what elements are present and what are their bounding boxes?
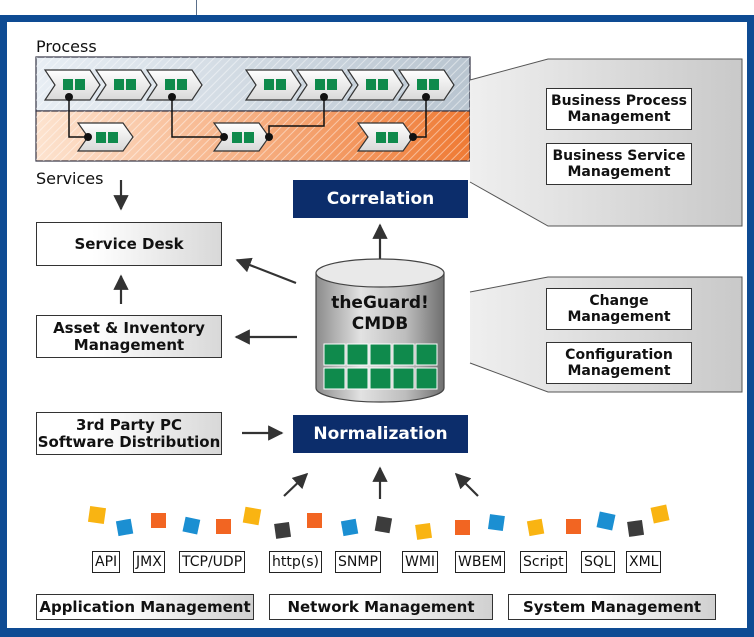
system-management-box: System Management <box>508 594 716 620</box>
network-management-box: Network Management <box>269 594 493 620</box>
protocol-wmi: WMI <box>402 551 439 573</box>
arrow-to-service-desk <box>235 257 297 285</box>
protocol-wbem: WBEM <box>455 551 506 573</box>
protocol-api: API <box>92 551 121 573</box>
bpm-box: Business Process Management <box>546 88 692 130</box>
protocol-sql: SQL <box>581 551 615 573</box>
cmdb-line1: theGuard! <box>331 293 429 313</box>
asset-inventory-box: Asset & Inventory Management <box>36 315 222 358</box>
process-label: Process <box>36 37 97 56</box>
arrow-left-normal <box>283 472 309 497</box>
chevron-green-squares <box>63 79 439 143</box>
protocol-xml: XML <box>626 551 662 573</box>
application-management-box: Application Management <box>36 594 254 620</box>
normalization-box: Normalization <box>293 415 468 453</box>
protocol-jmx: JMX <box>133 551 165 573</box>
correlation-box: Correlation <box>293 180 468 218</box>
third-party-box: 3rd Party PC Software Distribution <box>36 412 222 455</box>
config-box: Configuration Management <box>546 342 692 384</box>
bsm-box: Business Service Management <box>546 143 692 185</box>
cmdb-squares <box>323 343 438 390</box>
protocol-script: Script <box>520 551 567 573</box>
top-tick <box>196 0 197 15</box>
protocol-tcpudp: TCP/UDP <box>179 551 246 573</box>
cmdb-line2: CMDB <box>351 314 409 334</box>
data-source-squares <box>87 504 670 540</box>
cmdb-title: theGuard! CMDB <box>316 293 444 335</box>
change-box: Change Management <box>546 288 692 330</box>
protocol-https: http(s) <box>269 551 322 573</box>
arrow-right-normal <box>454 472 479 497</box>
process-connectors <box>68 97 427 138</box>
service-desk-box: Service Desk <box>36 222 222 266</box>
services-label: Services <box>36 169 104 188</box>
protocol-snmp: SNMP <box>335 551 381 573</box>
